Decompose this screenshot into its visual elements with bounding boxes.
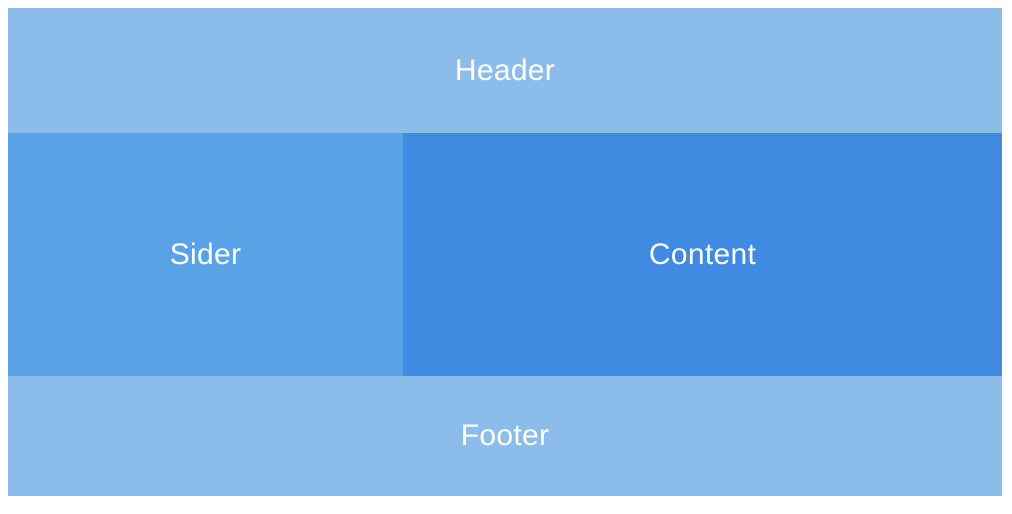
sider-label: Sider xyxy=(169,237,242,271)
sider-region: Sider xyxy=(8,133,403,376)
footer-label: Footer xyxy=(460,419,550,452)
content-label: Content xyxy=(648,237,757,271)
layout-demo: Header Sider Content Footer xyxy=(8,8,1002,496)
body-row: Sider Content xyxy=(8,133,1002,376)
header-region: Header xyxy=(8,8,1002,133)
footer-region: Footer xyxy=(8,376,1002,496)
header-label: Header xyxy=(454,53,556,87)
content-region: Content xyxy=(403,133,1002,376)
